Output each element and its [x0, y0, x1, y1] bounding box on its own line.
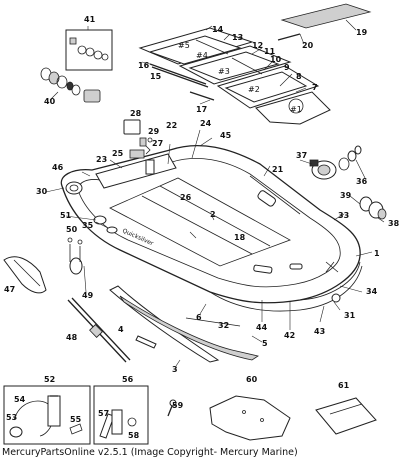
callout-57[interactable]: 57	[98, 409, 110, 418]
callout-29[interactable]: 29	[148, 127, 160, 136]
callout-11[interactable]: 11	[264, 47, 276, 56]
callout-12[interactable]: 12	[252, 41, 264, 50]
oarlock-pins	[67, 237, 83, 275]
parts-box-41	[65, 26, 113, 71]
callout-15[interactable]: 15	[150, 72, 162, 81]
callout-7[interactable]: 7	[312, 83, 318, 92]
callout-36[interactable]: 36	[356, 177, 368, 186]
callout-49[interactable]: 49	[82, 291, 94, 300]
oar-blade-47	[3, 256, 47, 294]
callout-38[interactable]: 38	[388, 219, 400, 228]
callout-20[interactable]: 20	[302, 41, 314, 50]
callout-1[interactable]: 1	[374, 249, 380, 258]
callout-55[interactable]: 55	[70, 415, 82, 424]
callout-25[interactable]: 25	[112, 149, 124, 158]
callout-39[interactable]: 39	[340, 191, 352, 200]
callout-17[interactable]: 17	[196, 105, 208, 114]
callout-16[interactable]: 16	[138, 61, 150, 70]
callout-54[interactable]: 54	[14, 395, 26, 404]
valve-wrench-59	[167, 399, 177, 417]
callout-5[interactable]: 5	[262, 339, 268, 348]
callout-41[interactable]: 41	[84, 15, 96, 24]
callout-27[interactable]: 27	[152, 139, 164, 148]
callout-26[interactable]: 26	[180, 193, 192, 202]
floor-rails	[141, 61, 215, 105]
callout-31[interactable]: 31	[344, 311, 356, 320]
callout-32[interactable]: 32	[218, 321, 230, 330]
keel-strakes	[109, 285, 259, 363]
oarlock-assembly	[309, 145, 387, 220]
callout-22[interactable]: 22	[166, 121, 178, 130]
callout-40[interactable]: 40	[44, 97, 56, 106]
callout-33[interactable]: 33	[338, 211, 350, 220]
callout-52[interactable]: 52	[44, 375, 56, 384]
callout-46[interactable]: 46	[52, 163, 64, 172]
callout-59[interactable]: 59	[172, 401, 184, 410]
callout-3[interactable]: 3	[172, 365, 178, 374]
callout-35[interactable]: 35	[82, 221, 94, 230]
floor-panels: #5 #4 #3 #2 #1	[138, 27, 331, 125]
floor-label-2: #2	[248, 85, 260, 94]
callout-13[interactable]: 13	[232, 33, 244, 42]
callout-47[interactable]: 47	[4, 285, 16, 294]
leader-lines	[45, 25, 385, 367]
repair-kit-box-56	[93, 385, 149, 445]
callout-56[interactable]: 56	[122, 375, 134, 384]
callout-51[interactable]: 51	[60, 211, 72, 220]
floor-label-5: #5	[178, 41, 190, 50]
copyright-caption: MercuryPartsOnline v2.5.1 (Image Copyrig…	[2, 447, 298, 458]
callout-21[interactable]: 21	[272, 165, 284, 174]
callout-24[interactable]: 24	[200, 119, 212, 128]
callout-48[interactable]: 48	[66, 333, 78, 342]
callout-8[interactable]: 8	[296, 72, 302, 81]
callout-44[interactable]: 44	[256, 323, 268, 332]
callout-23[interactable]: 23	[96, 155, 108, 164]
callout-53[interactable]: 53	[6, 413, 18, 422]
callout-2[interactable]: 2	[210, 210, 216, 219]
floor-label-4: #4	[196, 51, 208, 60]
bag-61	[315, 397, 377, 435]
transom-parts	[123, 119, 153, 155]
floor-label-1: #1	[290, 105, 302, 114]
seat-cover-60	[209, 395, 291, 441]
callout-10[interactable]: 10	[270, 55, 282, 64]
callout-50[interactable]: 50	[66, 225, 78, 234]
callout-42[interactable]: 42	[284, 331, 296, 340]
pump-box-52	[3, 385, 91, 445]
callout-61[interactable]: 61	[338, 381, 350, 390]
callout-9[interactable]: 9	[284, 63, 290, 72]
callout-30[interactable]: 30	[36, 187, 48, 196]
oar-shaft-48	[67, 297, 131, 363]
callout-28[interactable]: 28	[130, 109, 142, 118]
keel-board	[277, 3, 372, 45]
callout-19[interactable]: 19	[356, 28, 368, 37]
callout-58[interactable]: 58	[128, 431, 140, 440]
callout-18[interactable]: 18	[234, 233, 246, 242]
callout-43[interactable]: 43	[314, 327, 326, 336]
floor-label-3: #3	[218, 67, 230, 76]
callout-45[interactable]: 45	[220, 131, 232, 140]
callout-4[interactable]: 4	[118, 325, 124, 334]
callout-60[interactable]: 60	[246, 375, 258, 384]
callout-6[interactable]: 6	[196, 313, 202, 322]
valve-assembly-40	[40, 67, 101, 103]
callout-34[interactable]: 34	[366, 287, 378, 296]
callout-14[interactable]: 14	[212, 25, 224, 34]
callout-37[interactable]: 37	[296, 151, 308, 160]
